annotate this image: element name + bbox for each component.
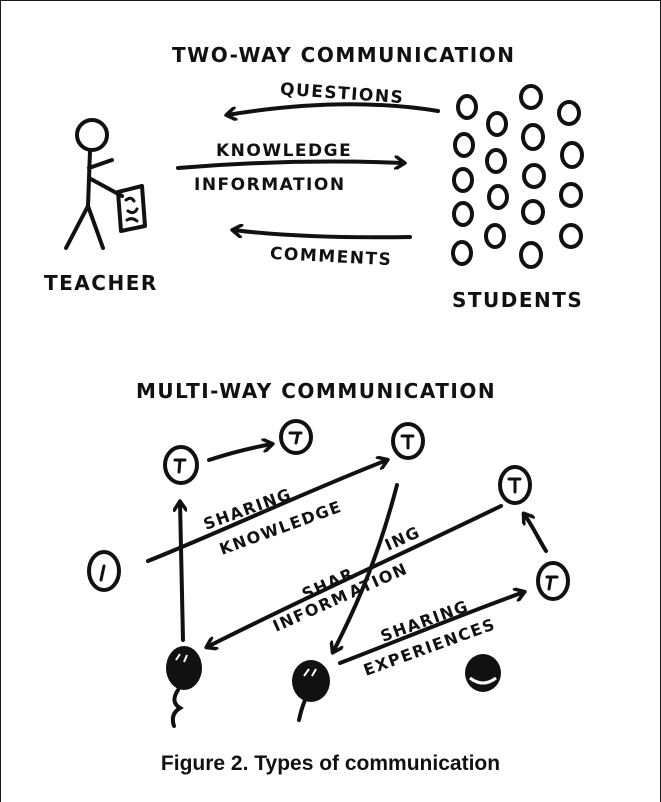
dark-head-icon bbox=[465, 654, 501, 692]
sharing-information-line2: ING bbox=[382, 522, 424, 554]
person-head-icon bbox=[391, 422, 425, 460]
diagonal-up-arrow bbox=[524, 514, 548, 553]
two-way-title: TWO-WAY COMMUNICATION bbox=[172, 43, 515, 67]
book-icon bbox=[116, 184, 147, 233]
down-arrow bbox=[333, 483, 399, 652]
students-group-icon bbox=[451, 84, 584, 269]
teacher-figure-icon bbox=[64, 118, 147, 250]
knowledge-arrow bbox=[176, 162, 404, 168]
figure-caption: Figure 2. Types of communication bbox=[160, 752, 501, 775]
sharing-information-arrow bbox=[207, 504, 503, 647]
students-label: STUDENTS bbox=[452, 288, 583, 312]
sharing-experiences-arrow bbox=[338, 592, 524, 665]
upward-arrow bbox=[180, 502, 183, 642]
person-head-icon bbox=[163, 445, 199, 485]
sharing-knowledge-arrow bbox=[146, 460, 387, 563]
questions-arrow bbox=[227, 102, 440, 115]
information-label: INFORMATION bbox=[194, 175, 346, 195]
comments-label: COMMENTS bbox=[269, 244, 392, 270]
person-head-icon bbox=[279, 419, 313, 455]
person-head-icon bbox=[87, 550, 121, 592]
person-head-icon bbox=[536, 561, 570, 601]
head-to-head-arrow bbox=[207, 444, 272, 462]
person-head-icon bbox=[498, 465, 532, 505]
questions-label: QUESTIONS bbox=[279, 80, 405, 109]
multi-way-title: MULTI-WAY COMMUNICATION bbox=[136, 379, 496, 403]
dark-head-icon bbox=[292, 660, 330, 722]
teacher-label: TEACHER bbox=[44, 271, 158, 295]
dark-head-icon bbox=[166, 646, 202, 728]
comments-arrow bbox=[233, 230, 412, 240]
knowledge-label: KNOWLEDGE bbox=[216, 141, 352, 161]
